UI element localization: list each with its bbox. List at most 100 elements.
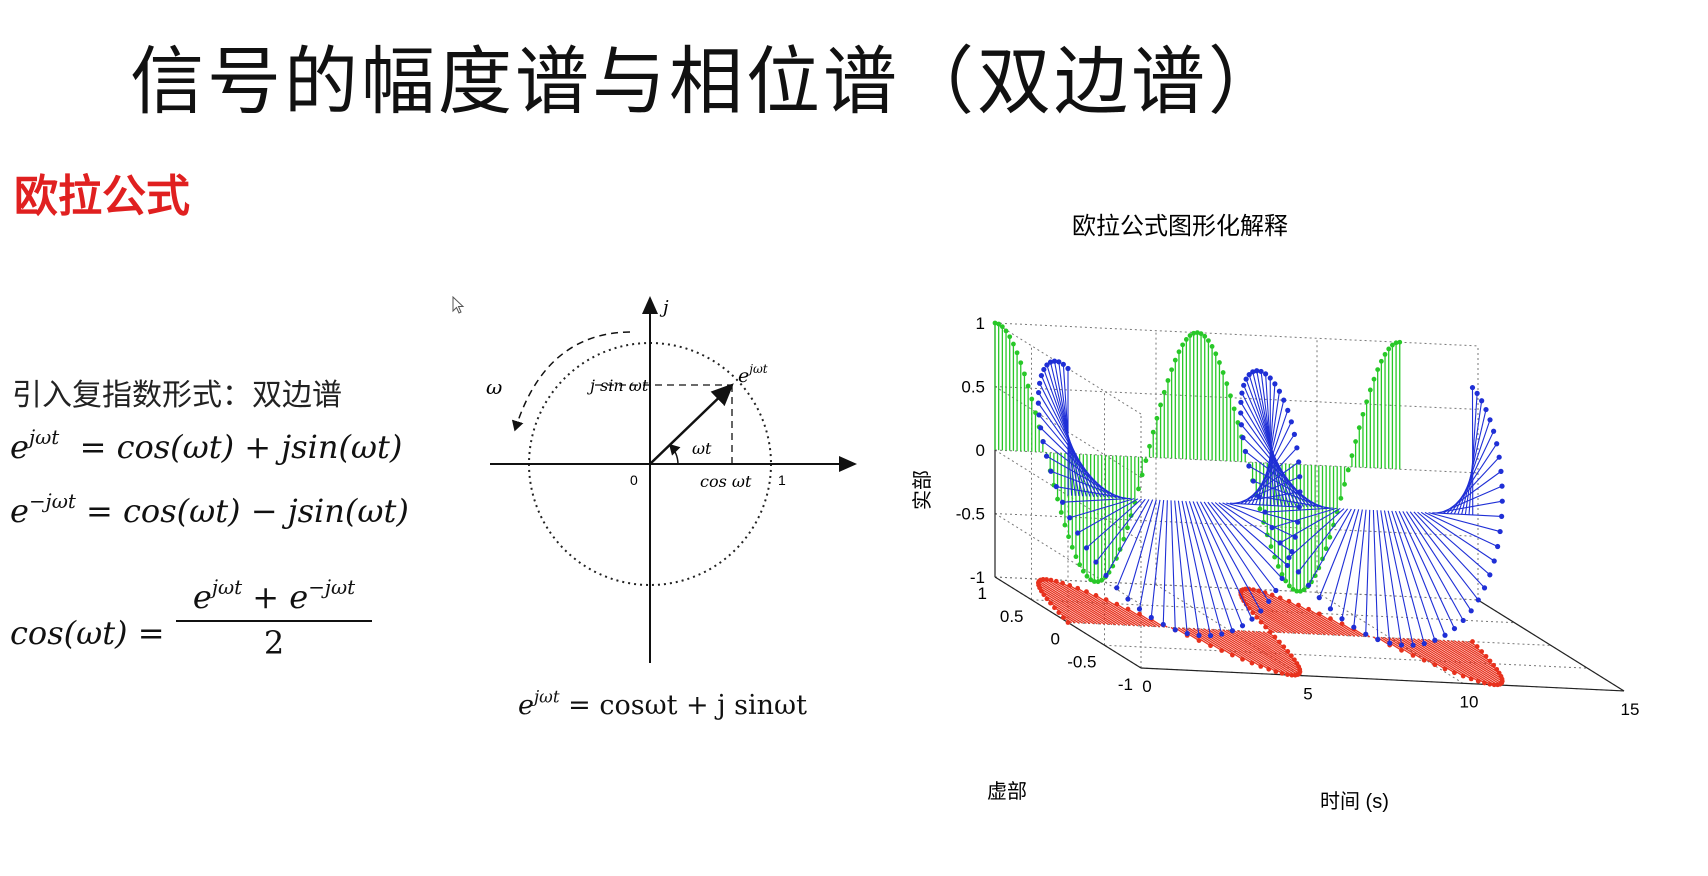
imag-stem	[1252, 612, 1286, 634]
phasor-marker	[1238, 410, 1244, 416]
real-marker	[1356, 425, 1362, 431]
imag-marker	[1067, 583, 1073, 588]
phasor-stem	[1138, 499, 1161, 610]
real-marker	[1091, 579, 1097, 584]
phasor-stem	[1150, 499, 1165, 618]
imag-marker	[1294, 661, 1300, 666]
z-axis-label: 实部	[911, 470, 934, 510]
phasor-marker	[1067, 515, 1073, 521]
phasor-marker	[1040, 439, 1046, 445]
phasor-marker	[1363, 631, 1369, 637]
chart-grid	[994, 322, 1625, 692]
imag-marker	[1479, 649, 1485, 654]
phasor-marker	[1075, 530, 1081, 536]
phasor-stem	[1245, 378, 1293, 507]
phasor-marker	[1398, 642, 1405, 648]
phasor-stem	[1203, 501, 1270, 602]
y-axis-label: 虚部	[987, 780, 1027, 803]
real-marker	[1084, 573, 1090, 579]
real-marker	[1191, 330, 1197, 336]
real-marker	[996, 321, 1002, 327]
phasor-stem	[1069, 498, 1135, 519]
phasor-stem	[1365, 509, 1371, 635]
imag-stem	[1252, 589, 1326, 636]
phasor-stem	[1162, 500, 1168, 625]
imag-stem	[1424, 638, 1498, 686]
phasor-marker	[1035, 400, 1041, 406]
imag-stem	[1260, 621, 1279, 634]
phasor-marker	[1495, 543, 1501, 550]
real-marker	[1371, 376, 1377, 382]
x-axis-label: 时间 (s)	[1320, 790, 1389, 813]
phasor-stem	[1376, 510, 1391, 644]
real-marker	[1217, 360, 1222, 365]
imag-stem	[1244, 630, 1298, 665]
imag-stem	[1406, 638, 1472, 680]
phasor-stem	[1288, 508, 1345, 559]
phasor-marker	[1238, 422, 1244, 428]
imag-marker	[1137, 611, 1142, 617]
imag-stem	[1214, 628, 1288, 676]
real-marker	[1169, 367, 1175, 373]
phasor-marker	[1469, 384, 1476, 391]
imag-marker	[1084, 589, 1089, 595]
real-marker	[1128, 513, 1134, 518]
angle-arc	[668, 443, 681, 465]
imag-marker	[1288, 653, 1294, 659]
phasor-marker	[1474, 390, 1480, 396]
imag-stem	[1413, 638, 1485, 684]
imag-stem	[1243, 600, 1297, 634]
imag-stem	[1420, 638, 1495, 686]
imag-stem	[1050, 579, 1124, 626]
imag-marker	[1328, 616, 1333, 622]
x-tick-label: 0	[1142, 677, 1151, 696]
phasor-label: ejωt	[738, 362, 768, 387]
z-tick-label: -1	[970, 568, 985, 587]
real-marker	[1136, 486, 1141, 492]
imag-stem	[1428, 639, 1501, 685]
real-marker	[1080, 568, 1086, 574]
phasor-marker	[1286, 555, 1292, 561]
real-marker	[1202, 333, 1208, 339]
imag-stem	[1398, 637, 1455, 674]
real-marker	[1055, 496, 1060, 502]
real-marker	[1283, 578, 1289, 584]
imag-stem	[1318, 613, 1356, 637]
phasor-marker	[1093, 559, 1099, 565]
real-marker	[1327, 534, 1333, 540]
imag-stem	[1271, 594, 1337, 636]
phasor-stem	[1420, 511, 1495, 562]
real-marker	[1069, 544, 1075, 550]
real-marker	[1180, 342, 1186, 348]
phasor-marker	[1468, 608, 1474, 614]
phasor-marker	[1499, 483, 1505, 489]
imag-stem	[1218, 629, 1293, 676]
phasor-marker	[1498, 468, 1504, 474]
real-marker	[1228, 393, 1233, 399]
z-tick-label: 0	[976, 441, 985, 460]
imag-stem	[1069, 584, 1135, 627]
phasor-stem	[1056, 486, 1127, 499]
imag-marker	[1483, 653, 1489, 659]
phasor-stem	[1264, 507, 1333, 513]
real-marker	[1257, 506, 1263, 512]
real-marker	[1165, 378, 1171, 383]
imag-marker	[1306, 606, 1311, 612]
phasor-marker	[1184, 630, 1190, 637]
imag-stem	[1046, 598, 1087, 624]
phasor-stem	[1383, 510, 1414, 646]
imag-stem	[1264, 592, 1334, 636]
phasor-marker	[1289, 549, 1295, 555]
phasor-marker	[1160, 621, 1166, 628]
imag-stem	[1330, 618, 1360, 637]
real-marker	[1364, 399, 1370, 405]
phasor-marker	[1250, 478, 1256, 484]
phasor-marker	[1038, 425, 1044, 431]
phasor-stem	[1318, 508, 1356, 598]
phasor-marker	[1295, 519, 1301, 525]
grid-line	[994, 576, 1479, 601]
phasor-marker	[1475, 597, 1481, 603]
grid-line	[994, 513, 1142, 605]
imag-marker	[1060, 580, 1065, 586]
imag-marker	[1114, 601, 1120, 607]
